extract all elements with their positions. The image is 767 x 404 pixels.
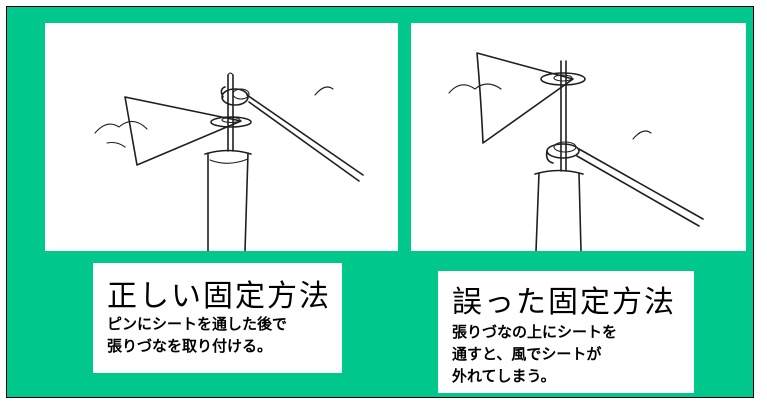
correct-method-title: 正しい固定方法 (107, 279, 331, 314)
description-line: ピンにシートを通した後で (107, 315, 288, 333)
guy-rope (576, 130, 704, 227)
pin (560, 60, 567, 172)
correct-method-caption: 正しい固定方法 ピンにシートを通した後で 張りづなを取り付ける。 (93, 263, 342, 373)
wrong-method-illustration (411, 23, 746, 251)
guy-rope (246, 86, 364, 182)
wrong-method-title: 誤った固定方法 (452, 285, 676, 320)
rope-knot (220, 86, 250, 106)
washer (210, 116, 252, 128)
sheet (448, 52, 574, 144)
pin (227, 72, 234, 152)
description-line: 通すと、風でシートが (452, 345, 602, 363)
rope-knot (545, 141, 580, 164)
correct-method-description: ピンにシートを通した後で 張りづなを取り付ける。 (107, 313, 287, 357)
pole (534, 169, 584, 251)
description-line: 外れてしまう。 (452, 367, 556, 385)
wrong-method-description: 張りづなの上にシートを 通すと、風でシートが 外れてしまう。 (452, 321, 617, 387)
description-line: 張りづなを取り付ける。 (107, 337, 273, 355)
wrong-method-caption: 誤った固定方法 張りづなの上にシートを 通すと、風でシートが 外れてしまう。 (438, 271, 694, 393)
correct-method-illustration (45, 23, 398, 251)
pole (204, 149, 252, 251)
description-line: 張りづなの上にシートを (452, 323, 618, 341)
sheet (94, 96, 242, 166)
correct-method-drawing (94, 72, 364, 251)
green-board: 正しい固定方法 ピンにシートを通した後で 張りづなを取り付ける。 誤った固定方法… (6, 6, 754, 398)
washer (540, 72, 586, 86)
wrong-method-drawing (448, 52, 704, 251)
